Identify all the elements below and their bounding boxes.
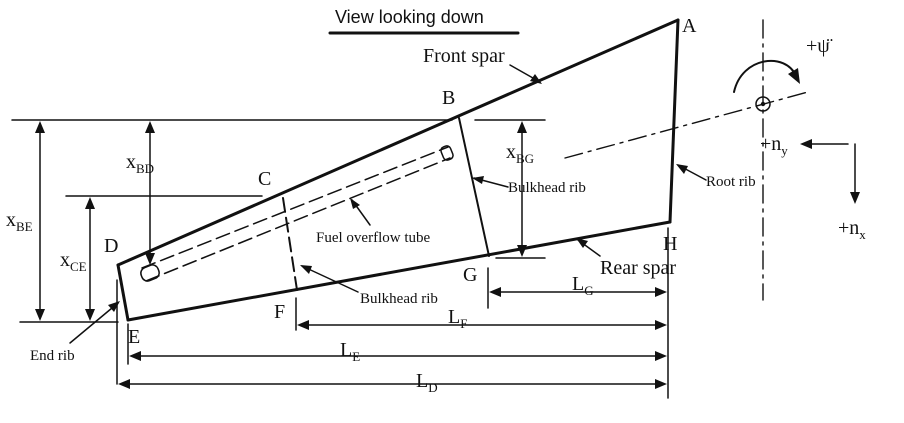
dim-lf-arrow-right — [655, 320, 667, 330]
point-d-label: D — [104, 235, 118, 257]
dim-le-arrow-right — [655, 351, 667, 361]
fuel-tube-line-lower — [145, 157, 451, 282]
point-h-label: H — [663, 233, 677, 255]
yaw-arc-arrowhead — [788, 68, 800, 84]
rear-spar-label: Rear spar — [600, 257, 676, 279]
end-rib-leader — [69, 302, 119, 344]
front-spar-arrowhead — [530, 74, 542, 84]
bulkhead-rib-cf — [282, 197, 298, 291]
point-f-label: F — [274, 301, 285, 323]
bulkhead-rib-cf-leader — [301, 265, 359, 293]
fuel-tube-line-upper — [141, 146, 449, 269]
fuel-tube-end-outboard — [140, 264, 160, 282]
dim-xbe-arrow-top — [35, 121, 45, 133]
dim-lf-label: LF — [448, 306, 467, 331]
front-spar-label: Front spar — [423, 45, 505, 67]
dim-xce-arrow-bottom — [85, 309, 95, 321]
dim-le-label: LE — [340, 339, 360, 364]
dim-ld-arrow-left — [118, 379, 130, 389]
dim-xbg-arrow-top — [517, 121, 527, 133]
bulkhead-rib-bg — [458, 117, 490, 257]
rear-spar-line — [126, 220, 672, 322]
dim-lg-arrow-right — [655, 287, 667, 297]
ny-arrowhead — [800, 139, 812, 149]
dim-xbg-label: xBG — [506, 141, 534, 166]
front-spar-line — [116, 18, 680, 267]
dim-xbg-arrow-bottom — [517, 245, 527, 257]
bulkhead-rib-bg-arrowhead — [472, 176, 484, 184]
point-c-label: C — [258, 168, 271, 190]
dim-xce-label: xCE — [60, 249, 87, 274]
root-rib-label: Root rib — [706, 174, 756, 190]
cg-marker-dot — [760, 101, 766, 107]
bulkhead-rib-cf-label: Bulkhead rib — [360, 291, 438, 307]
dim-le-arrow-left — [129, 351, 141, 361]
point-g-label: G — [463, 264, 477, 286]
point-a-label: A — [682, 15, 697, 37]
dim-lg-arrow-left — [489, 287, 501, 297]
cg-marker-circle — [755, 96, 771, 112]
yaw-accel-label: +ψ̈ — [806, 35, 833, 57]
nx-label: +nx — [838, 217, 866, 242]
yaw-arc — [733, 60, 797, 93]
point-e-label: E — [128, 326, 140, 348]
bulkhead-rib-bg-label: Bulkhead rib — [508, 180, 586, 196]
fuel-tube-arrowhead — [350, 198, 360, 209]
dim-ld-arrow-right — [655, 379, 667, 389]
dim-lg-label: LG — [572, 273, 594, 298]
root-rib-arrowhead — [676, 164, 688, 174]
diagram-title: View looking down — [335, 7, 484, 27]
rear-spar-arrowhead — [576, 238, 588, 248]
point-b-label: B — [442, 87, 455, 109]
dim-xbd-arrow-bottom — [145, 253, 155, 265]
fuel-tube-end-inboard — [440, 145, 454, 161]
dim-xce-arrow-top — [85, 197, 95, 209]
dim-xbd-label: xBD — [126, 151, 154, 176]
root-rib-line — [668, 18, 680, 224]
end-rib-line — [116, 263, 130, 322]
dim-xbe-label: xBE — [6, 209, 33, 234]
dim-xbd-arrow-top — [145, 121, 155, 133]
fuel-tube-label: Fuel overflow tube — [316, 230, 430, 246]
end-rib-label: End rib — [30, 348, 75, 364]
nx-arrowhead — [850, 192, 860, 204]
wing-centerline — [564, 91, 809, 159]
bulkhead-rib-cf-arrowhead — [300, 265, 312, 274]
ny-label: +ny — [760, 133, 788, 158]
dim-xbe-arrow-bottom — [35, 309, 45, 321]
dim-ld-label: LD — [416, 370, 438, 395]
dim-lf-arrow-left — [297, 320, 309, 330]
